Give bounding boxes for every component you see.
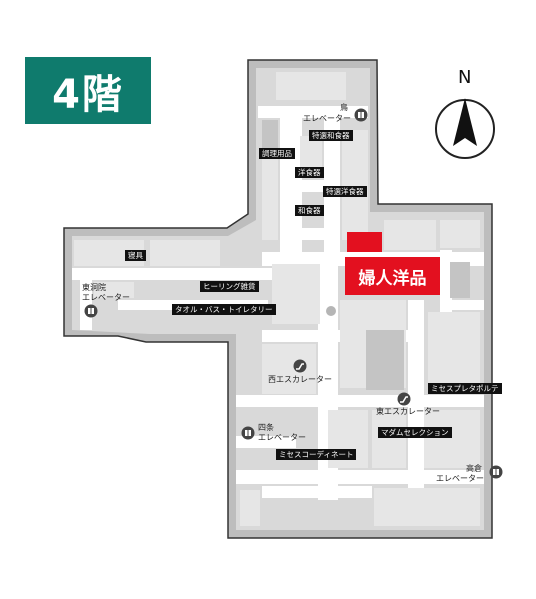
department-label: 特選和食器 [309,130,353,141]
karasuma-elevator-label: エレベーター [303,114,351,123]
elevator-icon [489,465,503,479]
department-label: 和食器 [295,205,324,216]
elevator-icon [354,108,368,122]
department-label: タオル・バス・トイレタリー [172,304,276,315]
department-label: 洋食器 [295,167,324,178]
takakura-elevator-label: エレベーター [436,474,484,483]
pillar [326,306,336,316]
department-label: 寝具 [125,250,146,261]
elevator-icon [241,426,255,440]
takakura-elevator-name: 高倉 [466,464,482,473]
floor-badge: 4階 [25,57,151,124]
department-label: ミセスプレタポルテ [428,383,502,394]
higashinotoin-elevator-label: エレベーター [82,293,130,302]
elevator-icon [84,304,98,318]
escalator-icon [397,392,411,406]
department-label: 特選洋食器 [323,186,367,197]
service-blocks [262,120,470,390]
department-label: 調理用品 [259,148,295,159]
department-label: ミセスコーディネート [276,449,357,460]
department-label: ヒーリング雑貨 [200,281,259,292]
escalator-icon [293,359,307,373]
east-escalator-label: 東エスカレーター [376,407,440,416]
highlight-marker [347,232,382,252]
department-label: マダムセレクション [378,427,452,438]
shijo-elevator-name: 四条 [258,423,274,432]
west-escalator-label: 西エスカレーター [268,375,332,384]
karasuma-elevator-name: 鳥 [340,103,348,112]
highlight-department-label: 婦人洋品 [345,257,440,295]
compass-north-label: N [458,67,472,88]
north-arrow-icon [435,98,495,159]
shijo-elevator-label: エレベーター [258,433,306,442]
higashinotoin-elevator-name: 東洞院 [82,283,106,292]
